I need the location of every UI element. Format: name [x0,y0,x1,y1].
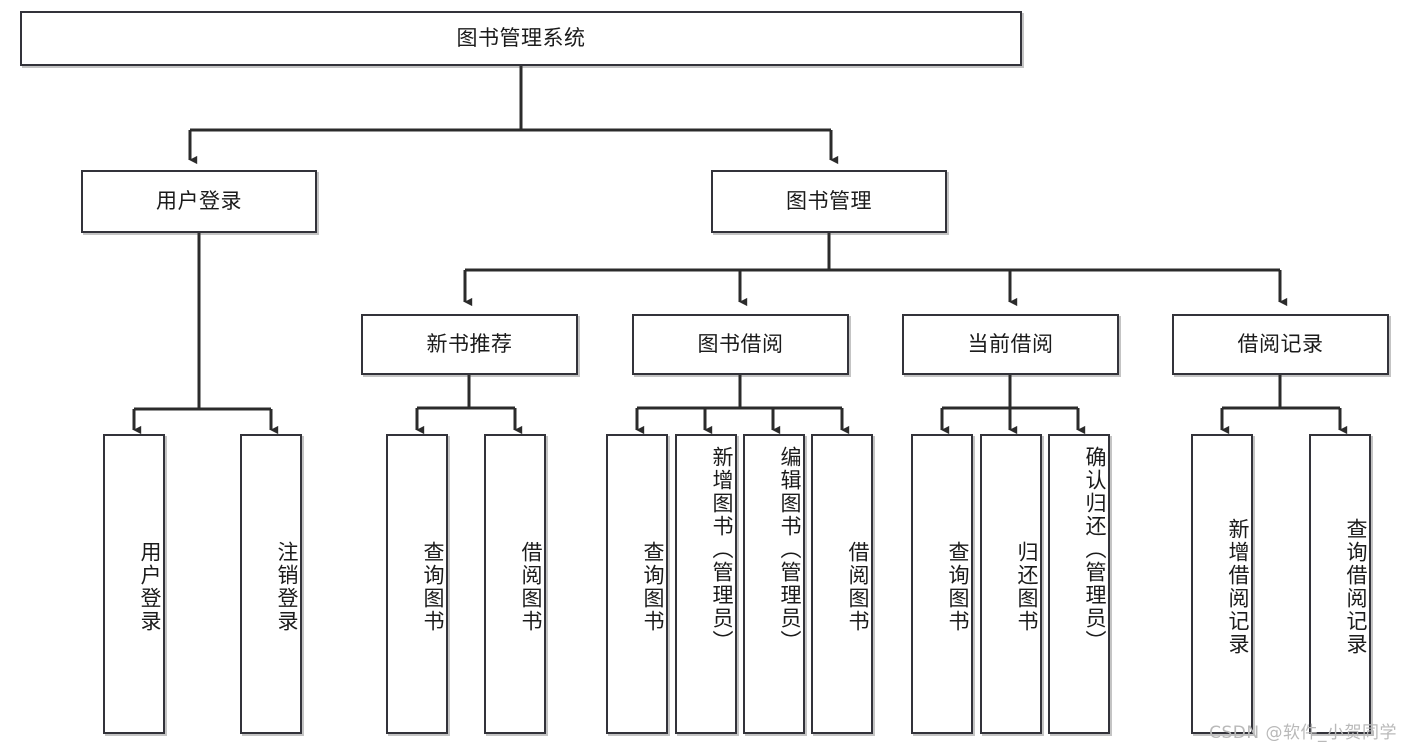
node-label: 当前借阅 [967,331,1054,356]
leaf-borrow-record-query-record[interactable]: 查询借阅记录 [1309,434,1371,734]
leaf-user-login-logout[interactable]: 注销登录 [240,434,302,734]
leaf-book-borrow-add-book-admin[interactable]: 新增图书（管理员） [675,434,737,734]
node-label: 编辑图书（管理员） [778,446,802,653]
node-label: 用户登录 [138,541,162,633]
node-label: 用户登录 [156,188,242,213]
node-label: 借阅图书 [519,541,543,633]
leaf-new-book-query-book[interactable]: 查询图书 [386,434,448,734]
leaf-current-borrow-confirm-return-admin[interactable]: 确认归还（管理员） [1048,434,1110,734]
node-root-book-management-system[interactable]: 图书管理系统 [20,11,1022,66]
node-label: 图书借阅 [697,331,784,356]
node-label: 新增图书（管理员） [710,446,734,653]
node-label: 查询借阅记录 [1344,518,1368,656]
node-label: 查询图书 [421,541,445,633]
csdn-watermark: CSDN @软件_小贺同学 [1209,723,1397,743]
leaf-current-borrow-query-book[interactable]: 查询图书 [911,434,973,734]
node-user-login[interactable]: 用户登录 [81,170,317,233]
node-book-management[interactable]: 图书管理 [711,170,947,233]
node-borrow-record[interactable]: 借阅记录 [1172,314,1389,375]
node-label: 归还图书 [1015,541,1039,633]
node-label: 确认归还（管理员） [1083,446,1107,653]
node-label: 借阅图书 [846,541,870,633]
node-label: 借阅记录 [1237,331,1324,356]
node-new-book-recommend[interactable]: 新书推荐 [361,314,578,375]
node-label: 图书管理系统 [456,25,586,50]
node-label: 注销登录 [275,541,299,633]
node-label: 新增借阅记录 [1226,518,1250,656]
leaf-borrow-record-add-record[interactable]: 新增借阅记录 [1191,434,1253,734]
leaf-book-borrow-edit-book-admin[interactable]: 编辑图书（管理员） [743,434,805,734]
node-current-borrow[interactable]: 当前借阅 [902,314,1119,375]
leaf-book-borrow-query-book[interactable]: 查询图书 [606,434,668,734]
node-book-borrow[interactable]: 图书借阅 [632,314,849,375]
node-label: 查询图书 [641,541,665,633]
node-label: 新书推荐 [426,331,513,356]
leaf-book-borrow-borrow-book[interactable]: 借阅图书 [811,434,873,734]
node-label: 查询图书 [946,541,970,633]
leaf-user-login-login[interactable]: 用户登录 [103,434,165,734]
leaf-current-borrow-return-book[interactable]: 归还图书 [980,434,1042,734]
node-label: 图书管理 [786,188,872,213]
leaf-new-book-borrow-book[interactable]: 借阅图书 [484,434,546,734]
